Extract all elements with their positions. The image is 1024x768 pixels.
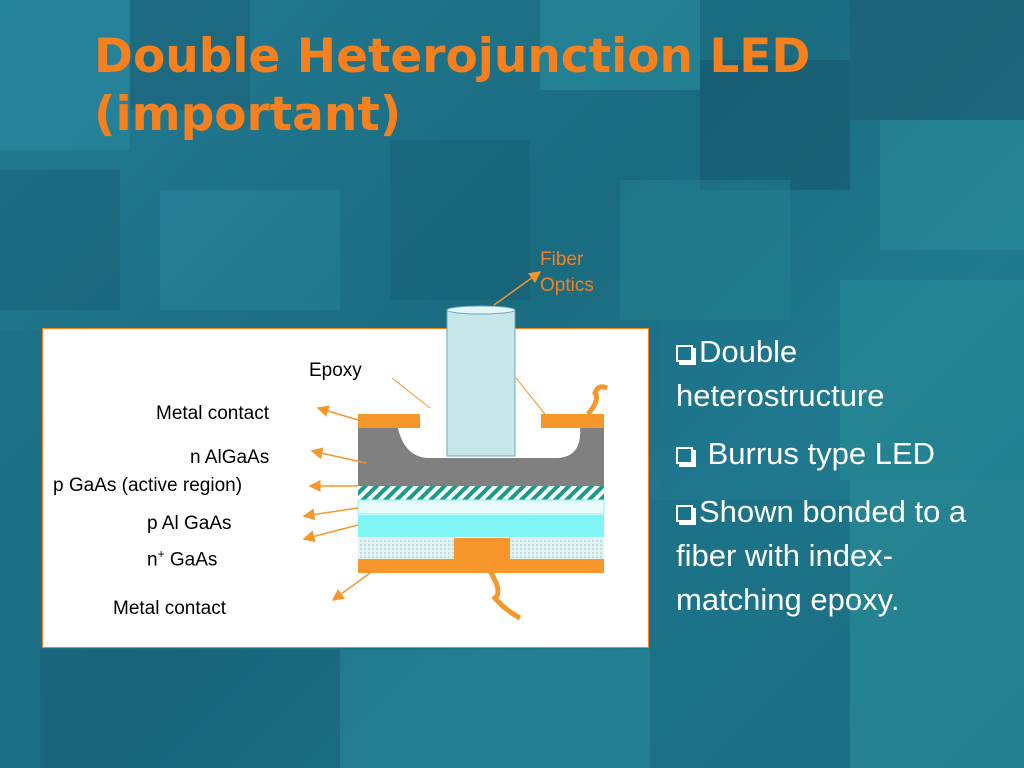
- n-plus-superscript: +: [157, 547, 165, 561]
- bottom-metal-contact: [358, 559, 604, 573]
- bullet-text: Shown bonded to a fiber with index-match…: [676, 494, 967, 617]
- p-algaas-thin-arrow: [302, 507, 359, 521]
- top-metal-contact-left: [358, 414, 420, 428]
- top-wire: [586, 384, 609, 416]
- epoxy-pointer-line: [391, 377, 431, 409]
- n-algaas-arrow: [310, 447, 367, 464]
- checkbox-bullet-icon: [676, 447, 693, 464]
- bullet-text: Burrus type LED: [699, 436, 936, 471]
- p-algaas-layer: [358, 515, 604, 537]
- slide-title: Double Heterojunction LED (important): [94, 28, 994, 144]
- fiber-arrow: [493, 271, 542, 306]
- fiber-optics-label: Fiber Optics: [540, 247, 594, 299]
- bullet-item-shown-bonded: Shown bonded to a fiber with index-match…: [676, 490, 1006, 622]
- fiber-label-line-2: Optics: [540, 275, 594, 296]
- n-plus-gaas-rest: GaAs: [164, 549, 218, 571]
- p-gaas-active-layer: [358, 486, 604, 500]
- metal-contact-top-arrow: [316, 405, 359, 421]
- p-gaas-label: p GaAs (active region): [53, 475, 243, 496]
- metal-contact-bottom-label: Metal contact: [113, 598, 226, 619]
- p-algaas-label: p Al GaAs: [147, 513, 232, 534]
- title-line-1: Double Heterojunction LED: [94, 29, 811, 84]
- bullet-text: Double heterostructure: [676, 334, 885, 413]
- p-algaas-arrow: [302, 524, 359, 543]
- n-plus-gaas-layer-right: [510, 538, 604, 559]
- fiber-end: [446, 305, 516, 315]
- n-plus-gaas-base: n: [147, 549, 158, 571]
- fiber-label-line-1: Fiber: [540, 249, 584, 270]
- checkbox-bullet-icon: [676, 345, 693, 362]
- checkbox-bullet-icon: [676, 505, 693, 522]
- bottom-contact-post: [454, 538, 510, 559]
- bullet-item-burrus-type: Burrus type LED: [676, 432, 1006, 476]
- metal-contact-top-label: Metal contact: [156, 403, 269, 424]
- epoxy-label: Epoxy: [309, 360, 362, 381]
- p-algaas-thin-layer: [357, 499, 605, 515]
- epoxy-pointer-line-2: [515, 377, 546, 415]
- bullet-list: Double heterostructure Burrus type LED S…: [676, 330, 1006, 636]
- n-plus-gaas-layer-left: [358, 538, 454, 559]
- n-plus-gaas-label: n+ GaAs: [147, 547, 217, 571]
- bullet-item-double-heterostructure: Double heterostructure: [676, 330, 1006, 418]
- bottom-wire: [480, 558, 522, 621]
- title-line-2: (important): [94, 87, 402, 142]
- n-algaas-label: n AlGaAs: [190, 447, 270, 468]
- fiber-core: [446, 309, 516, 457]
- metal-contact-bottom-arrow: [331, 572, 371, 601]
- top-metal-contact-right: [541, 414, 604, 428]
- n-algaas-layer: [358, 428, 604, 486]
